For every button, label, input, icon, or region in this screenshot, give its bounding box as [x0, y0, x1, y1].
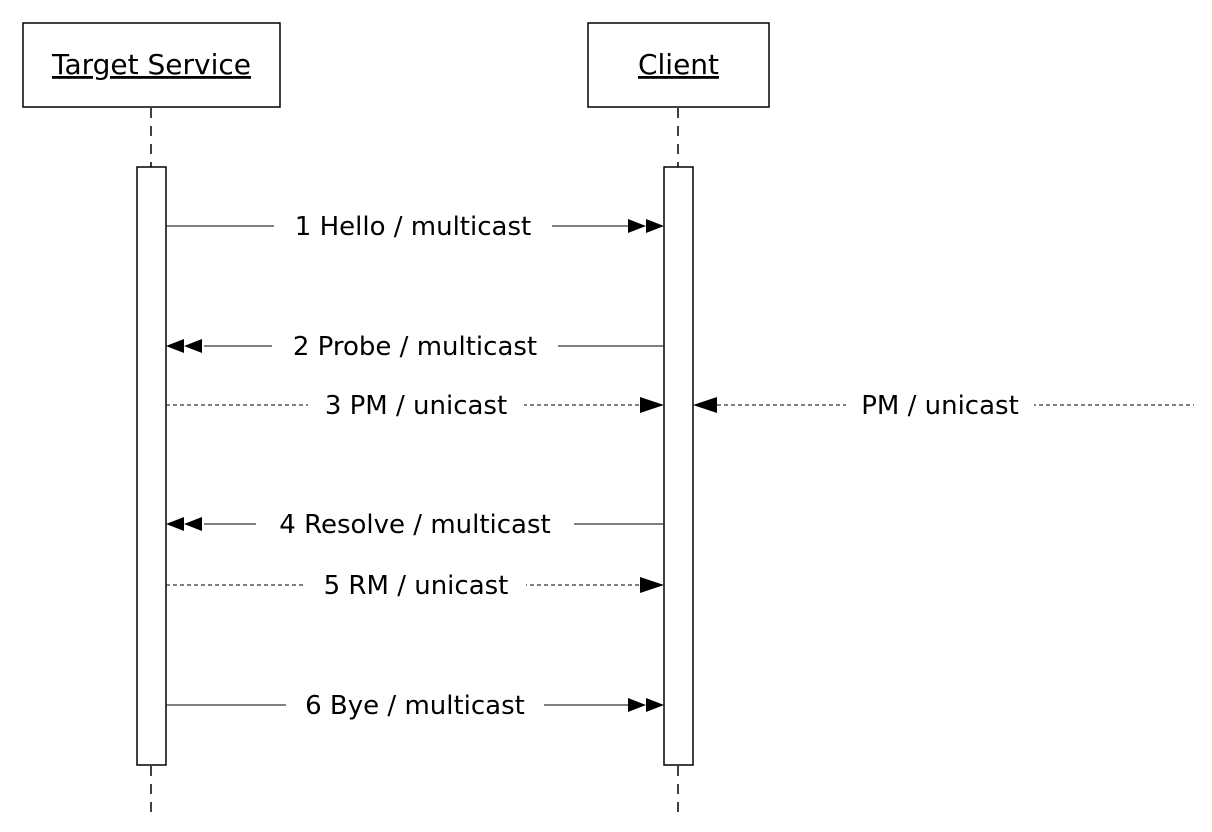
activation-bar-client [663, 166, 694, 766]
arrowhead-bye-2 [646, 698, 664, 712]
participant-label-client: Client [638, 48, 719, 81]
arrowhead-probe-1 [166, 339, 184, 353]
participant-box-client [587, 22, 770, 108]
participant-box-target-service [22, 22, 281, 108]
arrowhead-hello-2 [646, 219, 664, 233]
arrowhead-resolve-2 [184, 517, 202, 531]
message-label-rm: 5 RM / unicast [324, 571, 509, 601]
label-bg-rm [306, 567, 526, 603]
message-label-hello: 1 Hello / multicast [295, 212, 531, 242]
label-bg-resolve [256, 506, 574, 542]
message-resolve: 4 Resolve / multicast [166, 506, 664, 542]
label-bg-probe [272, 328, 558, 364]
label-bg-hello [274, 208, 552, 244]
message-bye: 6 Bye / multicast [166, 687, 664, 723]
message-pm-external: PM / unicast [693, 387, 1194, 423]
message-probe: 2 Probe / multicast [166, 328, 664, 364]
label-bg-pm-external [846, 387, 1034, 423]
message-label-resolve: 4 Resolve / multicast [279, 510, 550, 540]
participant-target-service: Target Service [22, 22, 281, 108]
message-label-pm: 3 PM / unicast [325, 391, 507, 421]
arrowhead-resolve-1 [166, 517, 184, 531]
message-hello: 1 Hello / multicast [166, 208, 664, 244]
arrowhead-pm [640, 397, 664, 413]
participant-client: Client [587, 22, 770, 108]
message-label-pm-external: PM / unicast [861, 391, 1019, 421]
arrowhead-bye-1 [628, 698, 646, 712]
arrowhead-hello-1 [628, 219, 646, 233]
label-bg-pm [308, 387, 524, 423]
message-rm: 5 RM / unicast [166, 567, 664, 603]
label-bg-bye [286, 687, 544, 723]
arrowhead-rm [640, 577, 664, 593]
message-label-probe: 2 Probe / multicast [293, 332, 537, 362]
arrowhead-pm-external [693, 397, 717, 413]
activation-bar-target-service [136, 166, 167, 766]
participant-label-target-service: Target Service [51, 48, 251, 81]
message-label-bye: 6 Bye / multicast [305, 691, 525, 721]
message-pm: 3 PM / unicast [166, 387, 664, 423]
arrowhead-probe-2 [184, 339, 202, 353]
